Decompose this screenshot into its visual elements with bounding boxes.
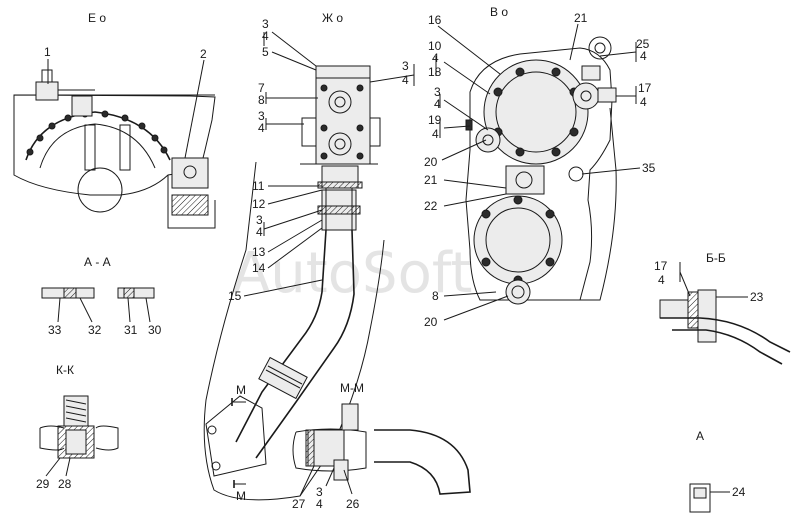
callout-zh-12: 12: [252, 197, 266, 211]
view-v-title: В о: [490, 5, 508, 19]
callout-v-8: 8: [432, 289, 439, 303]
section-kk: К-К 29 28: [36, 363, 119, 491]
callout-zh-5: 5: [262, 45, 269, 59]
view-v: В о: [424, 5, 656, 329]
callout-v-17: 17: [638, 81, 652, 95]
callout-v-3: 3: [434, 85, 441, 99]
callout-zh-13: 13: [252, 245, 266, 259]
section-aa: А - А 33 32 31 30: [41, 255, 162, 337]
callout-29: 29: [36, 477, 50, 491]
callout-mm-26: 26: [346, 497, 360, 511]
callout-v-16: 16: [428, 13, 442, 27]
callout-mm-3: 3: [316, 485, 323, 499]
view-e: Е о 1 2: [13, 11, 216, 229]
callout-zh-4c: 4: [256, 225, 263, 239]
callout-bb-4: 4: [658, 273, 665, 287]
callout-28: 28: [58, 477, 72, 491]
callout-v-4e: 4: [432, 127, 439, 141]
view-a: А 24: [689, 429, 746, 513]
view-zh: Ж о М М: [203, 11, 415, 503]
callout-2: 2: [200, 47, 207, 61]
callout-zh-3r: 3: [402, 59, 409, 73]
section-kk-title: К-К: [56, 363, 74, 377]
section-bb: Б-Б 17 4 23: [654, 251, 791, 365]
callout-bb-17: 17: [654, 259, 668, 273]
callout-v-4c: 4: [434, 97, 441, 111]
callout-zh-4b: 4: [258, 121, 265, 135]
callout-v-25: 25: [636, 37, 650, 51]
callout-zh-3c: 3: [256, 213, 263, 227]
callout-v-4d: 4: [640, 95, 647, 109]
callout-v-35: 35: [642, 161, 656, 175]
callout-v-4b: 4: [640, 49, 647, 63]
callout-mm-4: 4: [316, 497, 323, 511]
callout-zh-4r: 4: [402, 73, 409, 87]
callout-zh-15: 15: [228, 289, 242, 303]
view-a-title: А: [696, 429, 704, 443]
callout-v-21b: 21: [424, 173, 438, 187]
view-zh-title: Ж о: [322, 11, 343, 25]
callout-31: 31: [124, 323, 138, 337]
callout-zh-8: 8: [258, 93, 265, 107]
callout-v-20b: 20: [424, 315, 438, 329]
callout-mm-27: 27: [292, 497, 306, 511]
callout-v-4a: 4: [432, 51, 439, 65]
callout-zh-3b: 3: [258, 109, 265, 123]
callout-zh-3a: 3: [262, 17, 269, 31]
callout-v-20a: 20: [424, 155, 438, 169]
callout-32: 32: [88, 323, 102, 337]
section-bb-title: Б-Б: [706, 251, 726, 265]
callout-30: 30: [148, 323, 162, 337]
callout-v-19: 19: [428, 113, 442, 127]
callout-1: 1: [44, 45, 51, 59]
callout-zh-7: 7: [258, 81, 265, 95]
section-mm: М-М 27 3 4 26: [292, 381, 471, 511]
section-mark-m-top: М: [236, 383, 246, 397]
callout-zh-4a: 4: [262, 29, 269, 43]
callout-33: 33: [48, 323, 62, 337]
callout-v-10: 10: [428, 39, 442, 53]
callout-v-18: 18: [428, 65, 442, 79]
callout-bb-23: 23: [750, 290, 764, 304]
section-mm-title: М-М: [340, 381, 364, 395]
section-mark-m-bottom: М: [236, 489, 246, 503]
callout-a-24: 24: [732, 485, 746, 499]
callout-zh-11: 11: [252, 179, 265, 193]
callout-v-21a: 21: [574, 11, 588, 25]
section-aa-title: А - А: [84, 255, 111, 269]
view-e-title: Е о: [88, 11, 106, 25]
callout-v-22: 22: [424, 199, 438, 213]
callout-zh-14: 14: [252, 261, 266, 275]
